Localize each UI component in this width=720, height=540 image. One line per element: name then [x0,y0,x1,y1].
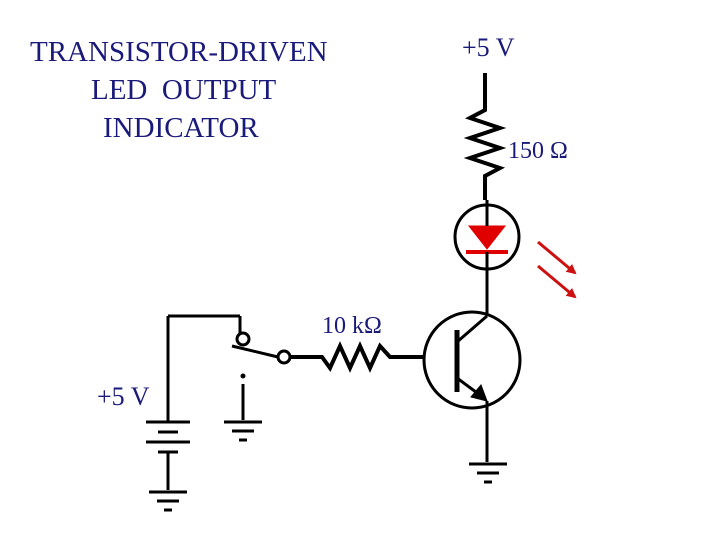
resistor-label-10k: 10 kΩ [322,313,382,339]
resistor-10k [288,341,424,373]
ground-battery-icon [149,490,187,512]
switch [166,314,292,422]
supply-label-top: +5 V [462,33,515,62]
title-line-2: LED OUTPUT [91,74,277,106]
ground-switch-icon [224,420,262,442]
light-emission-arrows-icon [537,240,577,299]
led-diode-icon [467,225,507,250]
supply-label-left: +5 V [97,382,150,411]
title-line-3: INDICATOR [103,112,259,144]
ground-transistor-icon [469,462,507,484]
resistor-label-150: 150 Ω [508,138,568,164]
transistor-npn [422,305,522,462]
resistor-150 [463,73,507,200]
battery-icon [146,420,190,490]
led [453,200,521,305]
title-line-1: TRANSISTOR-DRIVEN [30,36,328,68]
